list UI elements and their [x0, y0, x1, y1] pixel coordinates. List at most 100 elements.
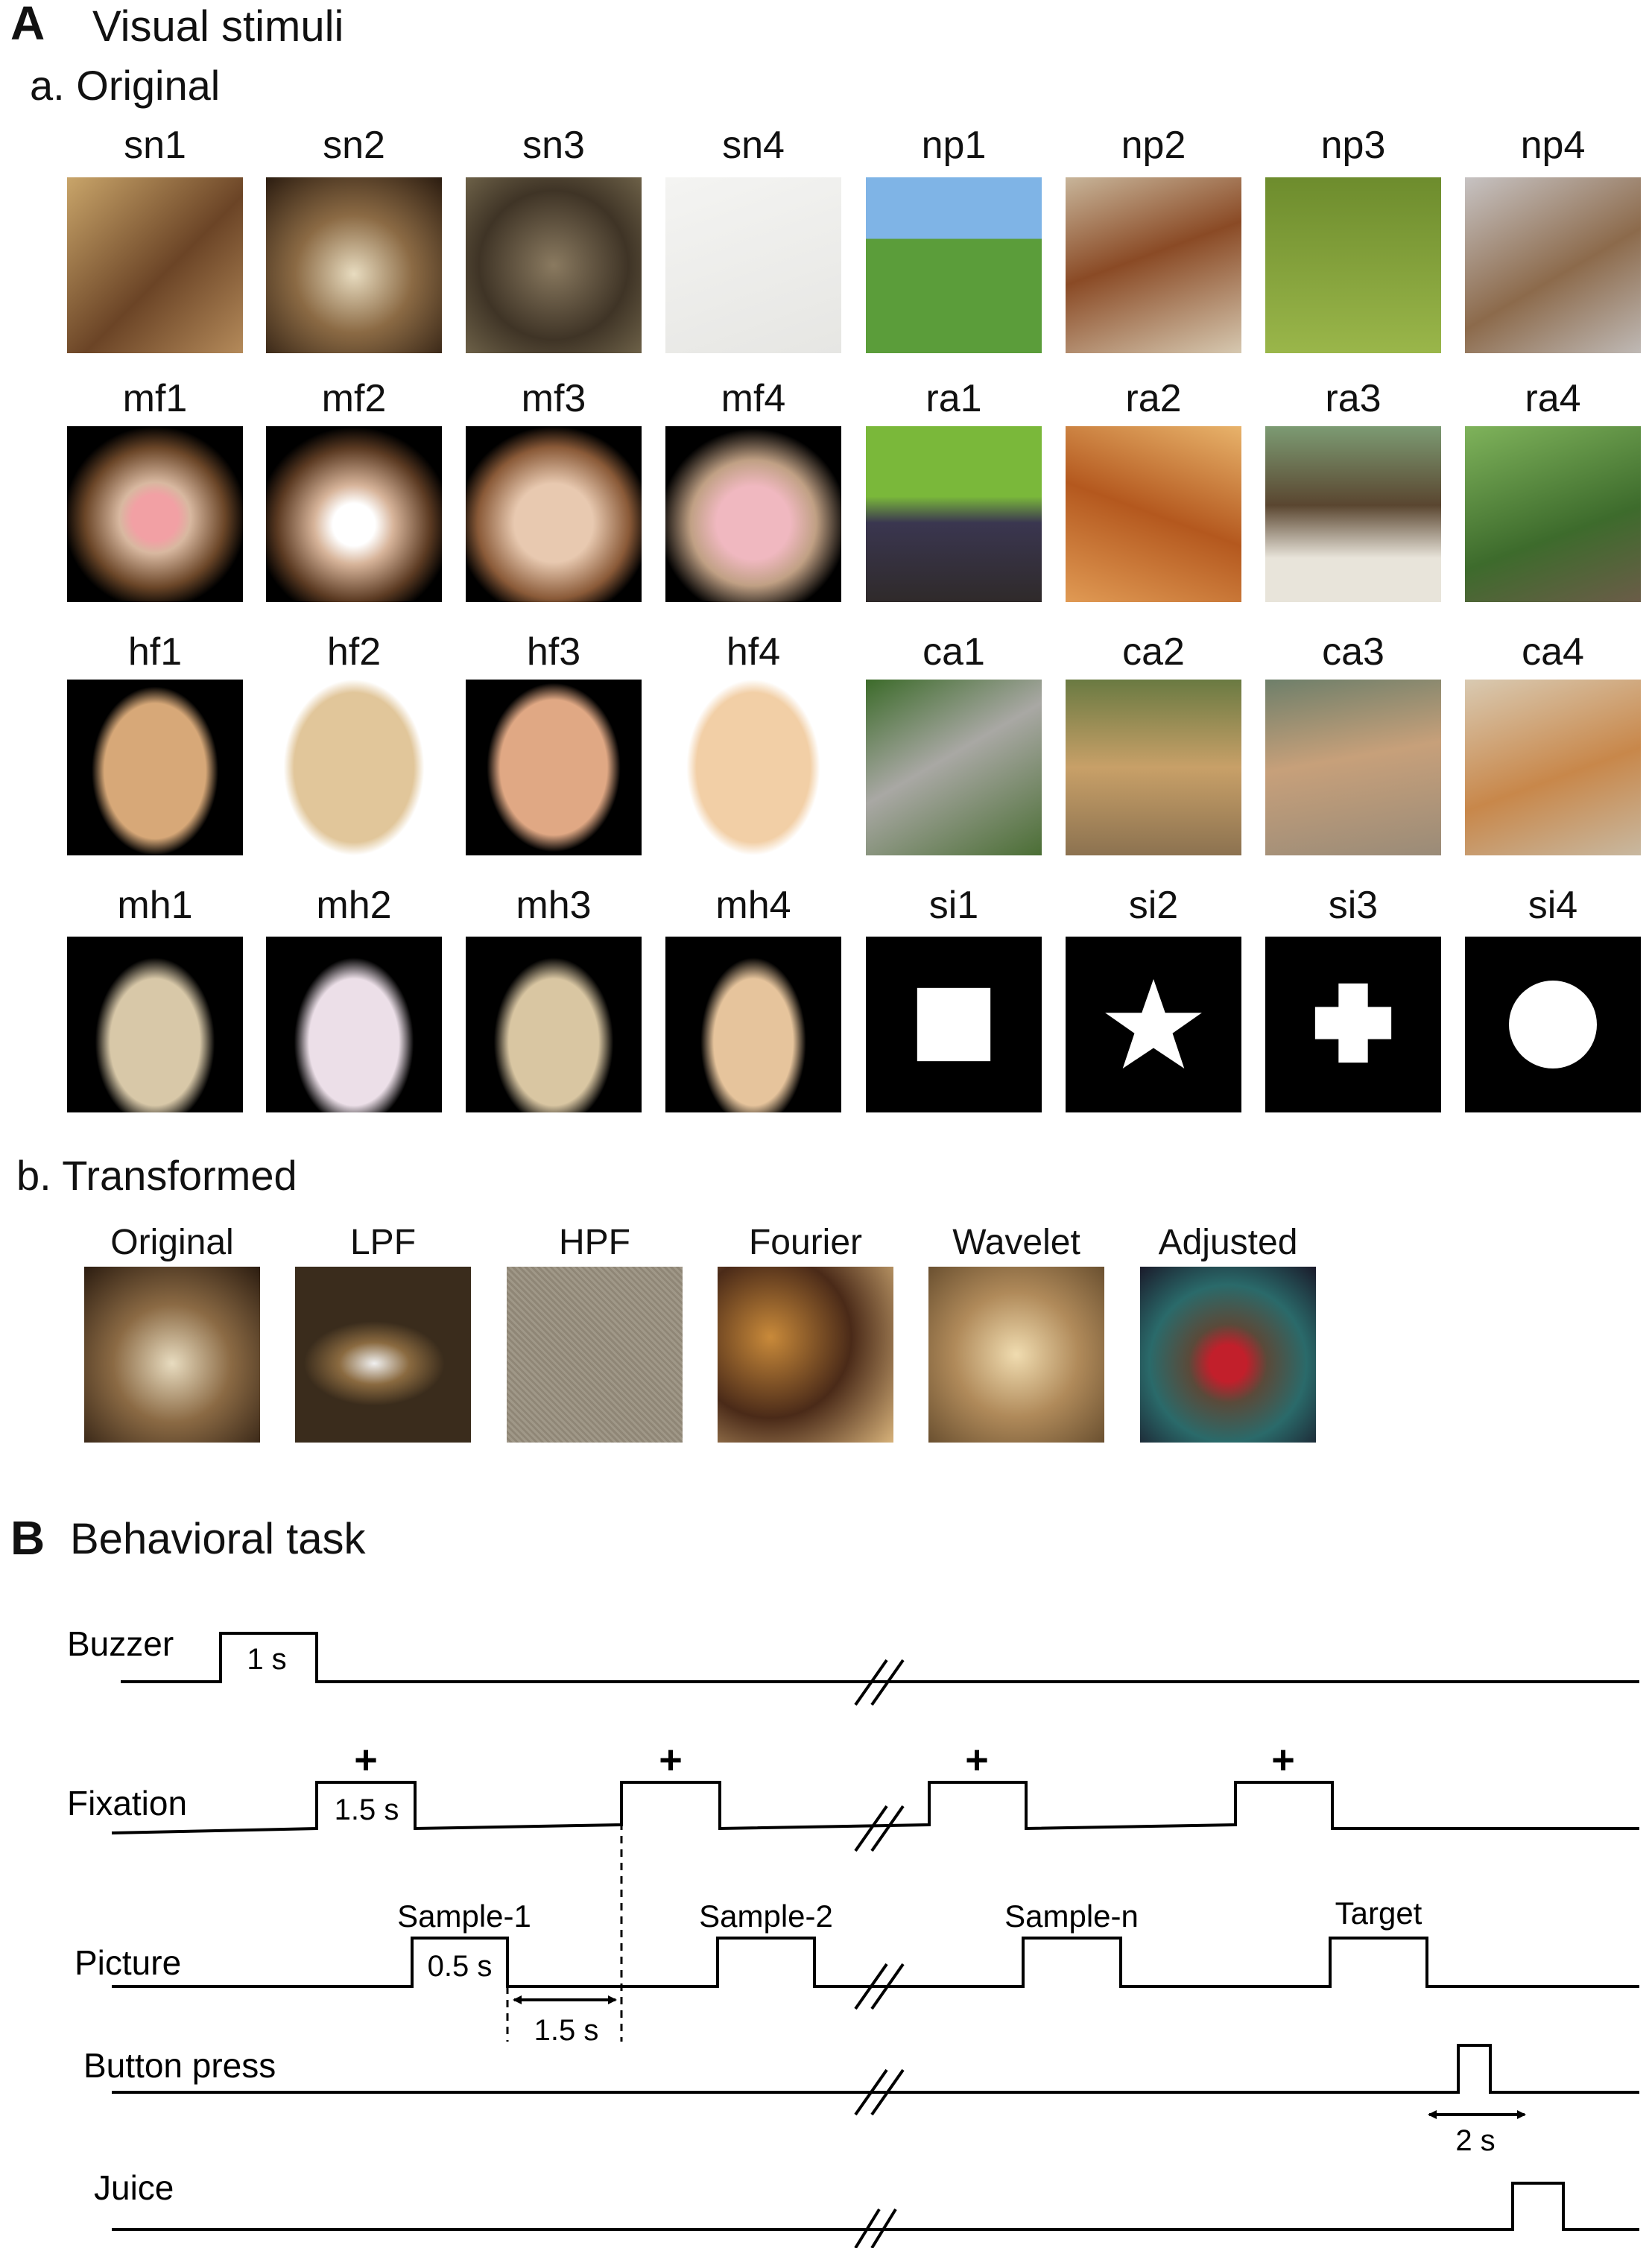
target-label: Target: [1335, 1896, 1422, 1931]
stimulus-label-mf1: mf1: [122, 377, 188, 420]
axis-break-marks: [854, 1659, 905, 2248]
fixation-cross-1: +: [354, 1738, 378, 1782]
transformed-image-wavelet: [928, 1267, 1104, 1443]
stimulus-image-np4: [1465, 177, 1641, 353]
buzzer-label: Buzzer: [67, 1624, 174, 1663]
stimulus-label-ca4: ca4: [1522, 630, 1584, 674]
stimulus-label-ca3: ca3: [1322, 630, 1384, 674]
picture-label: Picture: [75, 1943, 181, 1982]
stimulus-label-ra3: ra3: [1325, 377, 1382, 420]
stimulus-label-np3: np3: [1320, 124, 1386, 167]
stimulus-image-mf4: [665, 426, 841, 602]
stimulus-image-ra2: [1066, 426, 1241, 602]
stimulus-image-ra1: [866, 426, 1042, 602]
stimulus-label-ra1: ra1: [925, 377, 982, 420]
transformed-image-adjusted: [1140, 1267, 1316, 1443]
stimulus-image-sn1: [67, 177, 243, 353]
stimulus-label-ra2: ra2: [1125, 377, 1182, 420]
stimulus-image-si1: [866, 937, 1042, 1112]
buzzer-duration: 1 s: [247, 1643, 286, 1676]
panel-b-letter: B: [10, 1511, 45, 1565]
transformed-image-fourier: [718, 1267, 893, 1443]
stimulus-label-sn2: sn2: [323, 124, 385, 167]
transformed-image-hpf: [507, 1267, 683, 1443]
panel-a-letter: A: [10, 0, 45, 50]
original-subtitle: a. Original: [30, 62, 221, 109]
panel-b-title: Behavioral task: [70, 1515, 366, 1563]
stimulus-label-mf4: mf4: [721, 377, 786, 420]
stimulus-image-np1: [866, 177, 1042, 353]
stimulus-image-ca4: [1465, 680, 1641, 855]
stimulus-label-mf2: mf2: [321, 377, 387, 420]
stimulus-image-hf4: [665, 680, 841, 855]
stimulus-label-mh2: mh2: [316, 884, 392, 927]
transformed-label-hpf: HPF: [559, 1223, 630, 1262]
transformed-label-fourier: Fourier: [748, 1223, 863, 1262]
button-press-label: Button press: [83, 2046, 276, 2085]
stimulus-label-sn1: sn1: [124, 124, 186, 167]
sample-1-label: Sample-1: [397, 1899, 531, 1934]
stimulus-image-ca1: [866, 680, 1042, 855]
stimulus-image-si2: [1066, 937, 1241, 1112]
stimulus-label-si2: si2: [1128, 884, 1179, 927]
panel-a-title: Visual stimuli: [92, 2, 344, 51]
stimulus-label-np1: np1: [921, 124, 987, 167]
fixation-duration: 1.5 s: [335, 1793, 399, 1826]
buzzer-trace: [121, 1632, 1639, 1683]
stimulus-image-sn2: [266, 177, 442, 353]
sample-n-label: Sample-n: [1004, 1899, 1139, 1934]
transformed-image-original: [84, 1267, 260, 1443]
transformed-image-lpf: [295, 1267, 471, 1443]
stimulus-image-mh2: [266, 937, 442, 1112]
stimulus-label-mf3: mf3: [521, 377, 586, 420]
stimulus-image-mf1: [67, 426, 243, 602]
fixation-cross-2: +: [659, 1738, 683, 1782]
stimulus-image-np3: [1265, 177, 1441, 353]
stimulus-label-sn3: sn3: [522, 124, 585, 167]
stimulus-image-si4: [1465, 937, 1641, 1112]
button-trace: [112, 2044, 1639, 2094]
transformed-label-lpf: LPF: [349, 1223, 417, 1262]
stimulus-image-si3: [1265, 937, 1441, 1112]
fixation-cross-3: +: [965, 1738, 989, 1782]
stimulus-label-hf3: hf3: [526, 630, 581, 674]
stimulus-image-mh4: [665, 937, 841, 1112]
stimulus-image-ra3: [1265, 426, 1441, 602]
stimulus-label-si1: si1: [928, 884, 979, 927]
stimulus-label-hf1: hf1: [127, 630, 183, 674]
stimulus-label-np2: np2: [1121, 124, 1186, 167]
stimulus-label-sn4: sn4: [722, 124, 785, 167]
stimulus-label-hf2: hf2: [326, 630, 382, 674]
juice-label: Juice: [94, 2168, 174, 2207]
transformed-subtitle: b. Transformed: [16, 1152, 297, 1199]
stimulus-image-hf3: [466, 680, 642, 855]
transformed-label-adjusted: Adjusted: [1158, 1223, 1298, 1262]
transformed-label-wavelet: Wavelet: [952, 1223, 1080, 1262]
stimulus-image-hf2: [266, 680, 442, 855]
stimulus-label-mh3: mh3: [516, 884, 592, 927]
response-duration: 2 s: [1455, 2124, 1495, 2157]
stimulus-label-mh1: mh1: [117, 884, 193, 927]
stimulus-image-sn4: [665, 177, 841, 353]
stimulus-image-mf2: [266, 426, 442, 602]
transformed-label-original: Original: [110, 1223, 234, 1262]
fixation-label: Fixation: [67, 1784, 187, 1823]
sample-duration: 0.5 s: [428, 1950, 493, 1983]
stimulus-image-np2: [1066, 177, 1241, 353]
stimulus-image-mh3: [466, 937, 642, 1112]
stimulus-label-np4: np4: [1520, 124, 1586, 167]
stimulus-label-ca2: ca2: [1122, 630, 1185, 674]
stimulus-image-mh1: [67, 937, 243, 1112]
stimulus-image-hf1: [67, 680, 243, 855]
stimulus-image-ca2: [1066, 680, 1241, 855]
stimulus-image-mf3: [466, 426, 642, 602]
sample-2-label: Sample-2: [699, 1899, 833, 1934]
stimulus-label-si3: si3: [1328, 884, 1379, 927]
fixation-trace: [111, 1781, 1639, 1834]
picture-trace: [112, 1937, 1639, 1988]
stimulus-image-ra4: [1465, 426, 1641, 602]
stimulus-label-ra4: ra4: [1525, 377, 1581, 420]
fixation-cross-4: +: [1271, 1738, 1295, 1782]
interval-duration: 1.5 s: [534, 2014, 599, 2047]
